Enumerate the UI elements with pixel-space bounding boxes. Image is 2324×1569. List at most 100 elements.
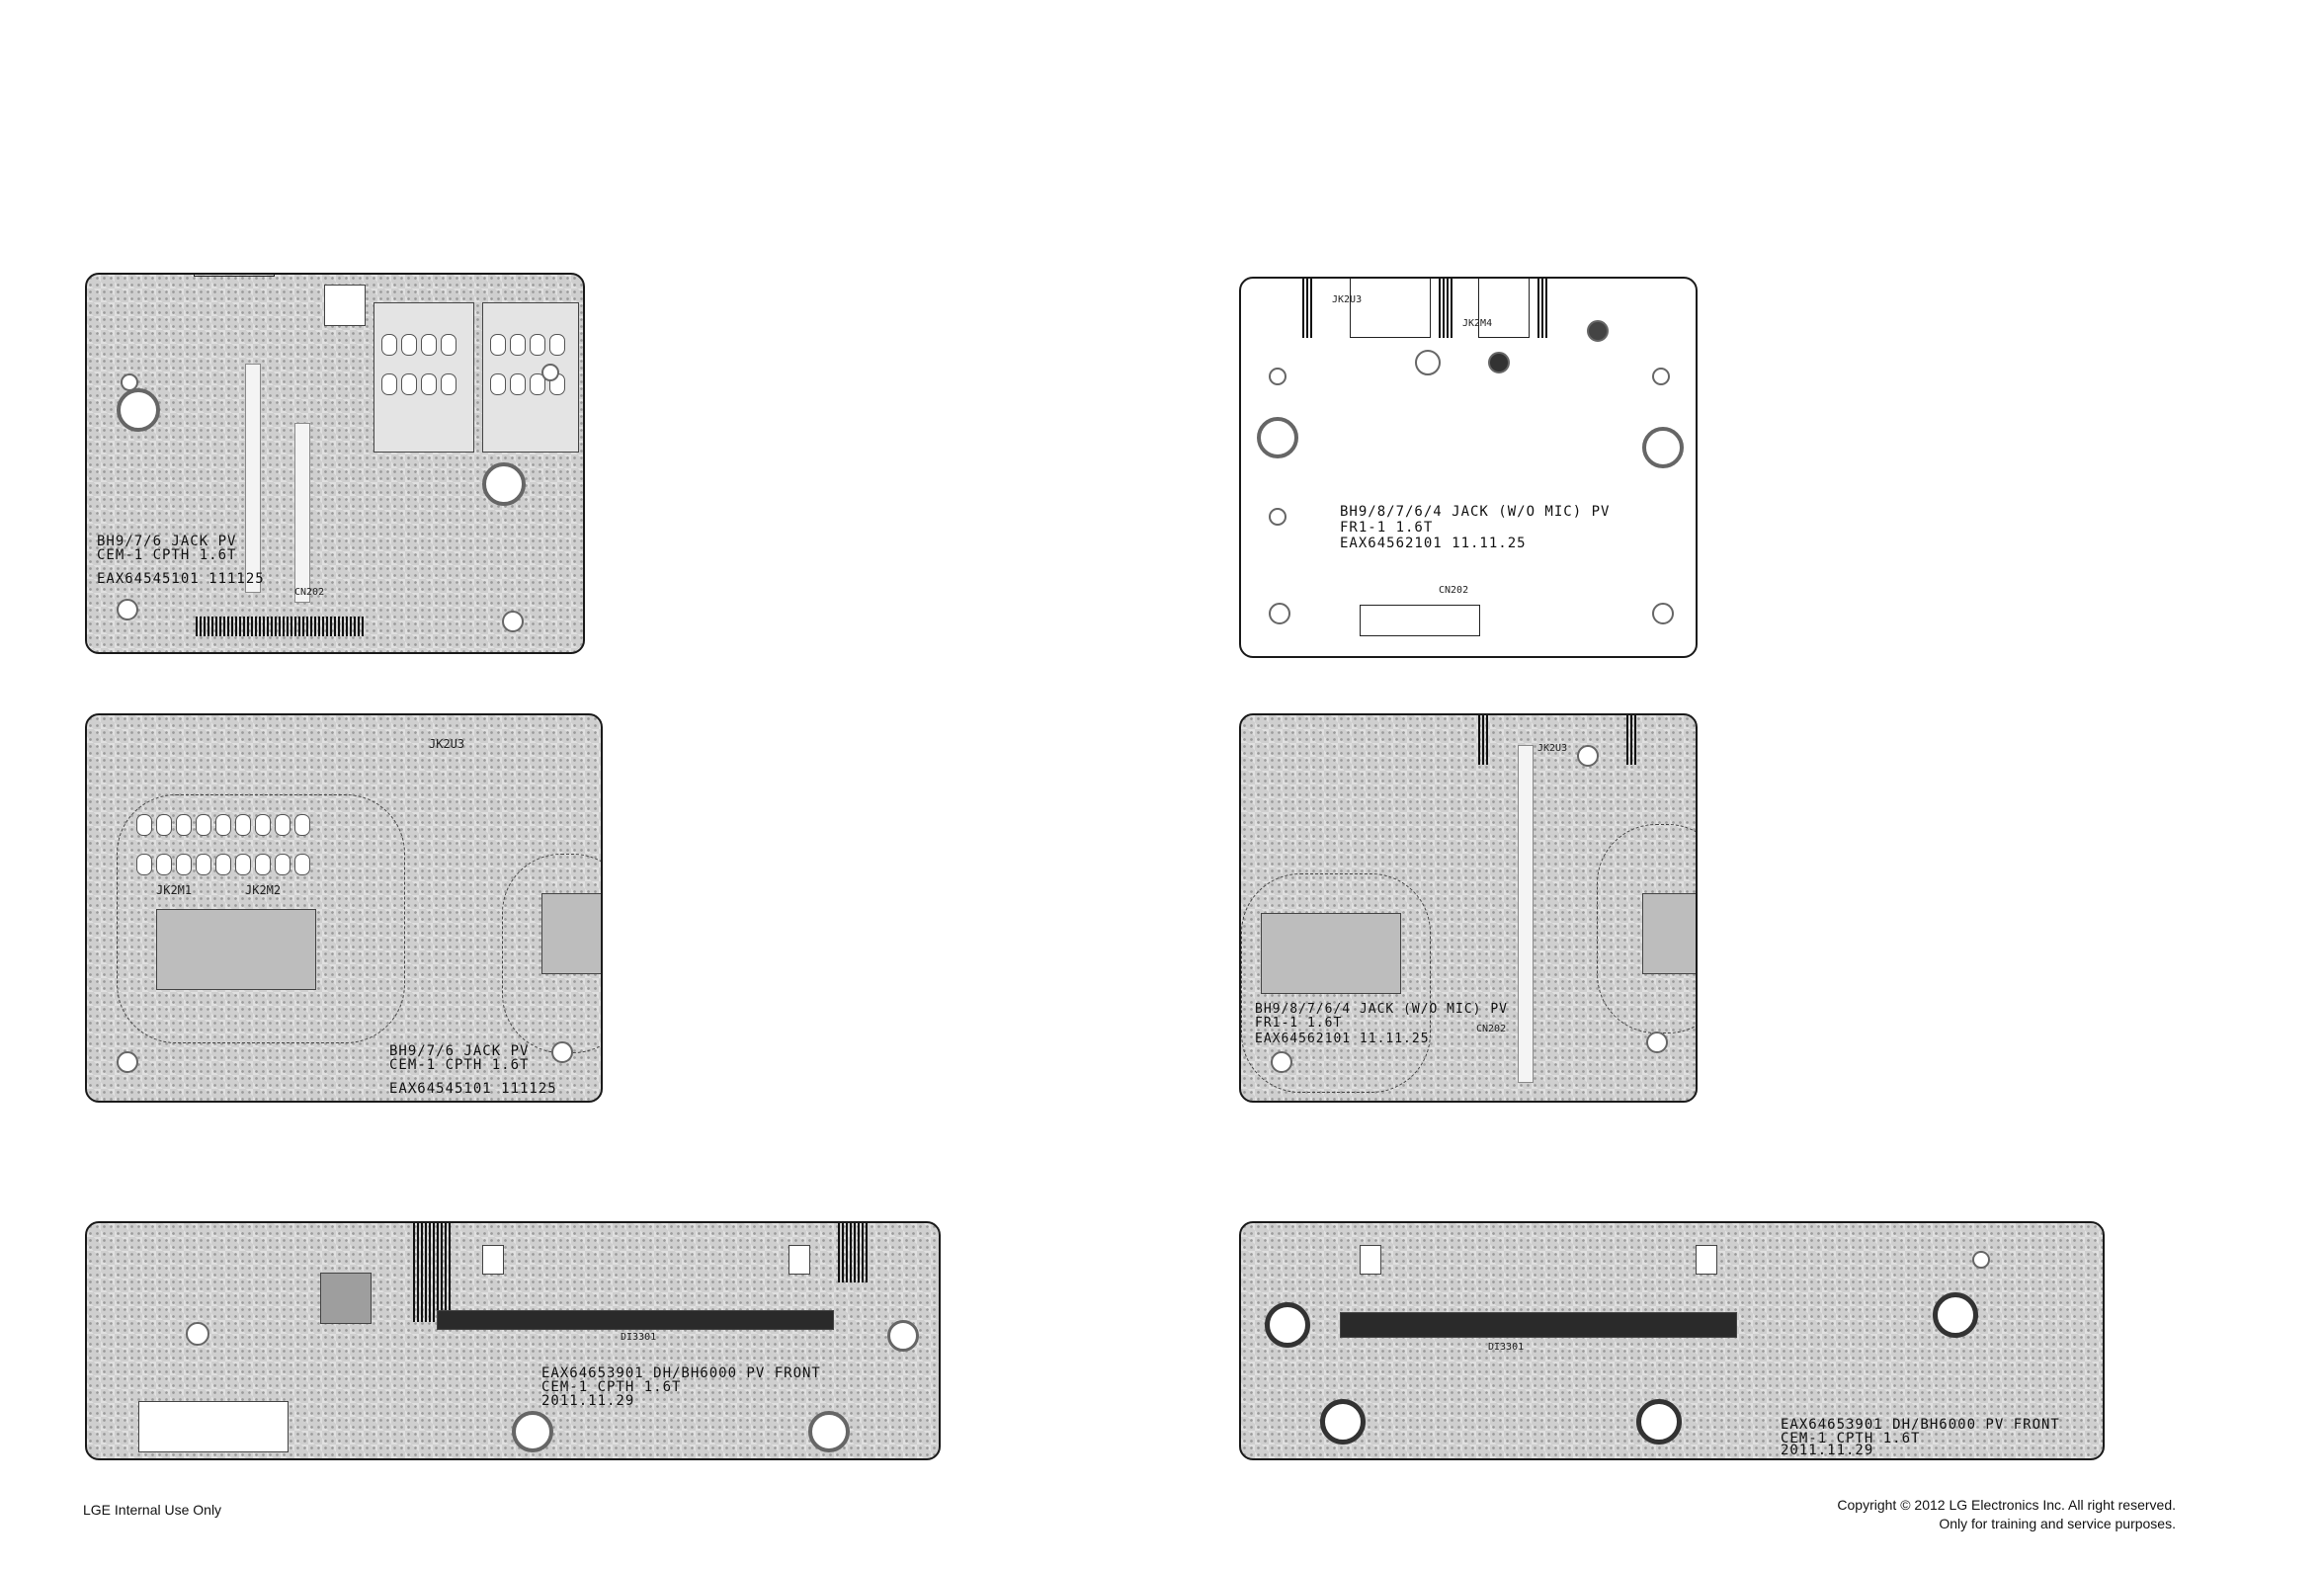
mount-hole	[1269, 368, 1286, 385]
display-pin-header	[838, 1223, 870, 1282]
board-spec: CEM-1 CPTH 1.6T	[541, 1379, 682, 1395]
board-spec: CEM-1 CPTH 1.6T	[389, 1057, 530, 1073]
jack-ref: JK2M2	[245, 883, 282, 897]
capacitor	[1415, 350, 1441, 375]
pad-row-6	[136, 854, 310, 875]
jack-ref: JK2M4	[1462, 318, 1493, 329]
trace-bus	[245, 364, 261, 593]
edge-hatch	[1439, 279, 1452, 338]
mount-hole	[1652, 368, 1670, 385]
dashed-outline	[1597, 824, 1696, 1033]
mount-hole	[1642, 427, 1684, 468]
led-pad	[788, 1245, 810, 1275]
footer-copyright: Copyright © 2012 LG Electronics Inc. All…	[1837, 1496, 2176, 1533]
board-title: EAX64653901 DH/BH6000 PV FRONT	[541, 1365, 821, 1381]
board-spec: CEM-1 CPTH 1.6T	[1781, 1431, 1921, 1446]
mount-hole	[887, 1320, 919, 1352]
knob-ring	[1933, 1292, 1978, 1338]
board-title: EAX64653901 DH/BH6000 PV FRONT	[1781, 1417, 2060, 1433]
mount-hole	[541, 364, 559, 381]
knob-ring	[512, 1411, 553, 1452]
usb-jack-outline	[324, 285, 366, 326]
jack-board-top-right: JK2U3 JK2M4 BH9/8/7/6/4 JACK (W/O MIC) P…	[1239, 277, 1698, 658]
mount-hole	[117, 1051, 138, 1073]
front-board-right: DI3301 EAX64653901 DH/BH6000 PV FRONT CE…	[1239, 1221, 2105, 1460]
footer-copyright-line2: Only for training and service purposes.	[1939, 1516, 2176, 1531]
connector-ref: CN202	[294, 587, 325, 598]
display-pin-header	[413, 1223, 453, 1322]
mount-hole	[1577, 745, 1599, 767]
board-date: 2011.11.29	[541, 1393, 635, 1409]
capacitor	[1587, 320, 1609, 342]
jack-outline	[1350, 279, 1431, 338]
hdmi-pad-block	[156, 909, 316, 990]
pad-row-2	[490, 334, 565, 356]
connector-pins	[196, 617, 364, 636]
jack-ref: JK2U3	[1332, 294, 1363, 305]
connector-outline	[194, 275, 275, 277]
knob-ring	[1265, 1302, 1310, 1348]
display-window	[1340, 1312, 1737, 1338]
knob-ring	[808, 1411, 850, 1452]
board-title: BH9/8/7/6/4 JACK (W/O MIC) PV	[1255, 1002, 1508, 1017]
connector-outline	[1360, 605, 1480, 636]
jack-ref: JK2M1	[156, 883, 193, 897]
board-part-number: EAX64545101 111125	[97, 571, 265, 587]
mount-hole	[121, 373, 138, 391]
board-title: BH9/8/7/6/4 JACK (W/O MIC) PV	[1340, 504, 1611, 520]
trace-bus	[294, 423, 310, 603]
board-date: 2011.11.29	[1781, 1443, 1874, 1458]
jack-board-bottom-left: JK2M1 JK2M2 JK2U3 BH9/7/6 JACK PV CEM-1 …	[85, 713, 603, 1103]
mount-hole	[551, 1041, 573, 1063]
jack-outline	[1478, 279, 1530, 338]
mount-hole	[117, 388, 160, 432]
board-part-number: EAX64562101 11.11.25	[1340, 536, 1527, 551]
mount-hole	[186, 1322, 209, 1346]
knob-ring	[1320, 1399, 1366, 1445]
connector-pins	[1626, 715, 1636, 765]
mount-hole	[117, 599, 138, 620]
front-board-left: DI3301 EAX64653901 DH/BH6000 PV FRONT CE…	[85, 1221, 941, 1460]
mount-hole	[1646, 1032, 1668, 1053]
pad-row-3	[381, 373, 456, 395]
footer-copyright-line1: Copyright © 2012 LG Electronics Inc. All…	[1837, 1497, 2176, 1513]
mount-hole	[1652, 603, 1674, 624]
footer-internal-use: LGE Internal Use Only	[83, 1502, 222, 1518]
board-part-number: EAX64545101 111125	[389, 1081, 557, 1097]
mount-hole	[1257, 417, 1298, 458]
board-title: BH9/7/6 JACK PV	[389, 1043, 530, 1059]
trace-bus	[1518, 745, 1534, 1083]
board-spec: FR1-1 1.6T	[1340, 520, 1434, 536]
display-window	[437, 1310, 834, 1330]
led-pad	[1360, 1245, 1381, 1275]
knob-ring	[1636, 1399, 1682, 1445]
pad-row-1	[381, 334, 456, 356]
mount-hole	[502, 611, 524, 632]
side-pad-block	[1642, 893, 1696, 974]
jack-ref: JK2U3	[429, 737, 465, 751]
display-ref: DI3301	[1488, 1342, 1525, 1353]
edge-hatch	[1537, 279, 1547, 338]
dashed-outline	[502, 854, 601, 1053]
jack-ref: JK2U3	[1537, 743, 1568, 754]
mount-hole	[1269, 508, 1286, 526]
dashed-outline	[117, 794, 405, 1043]
board-title: BH9/7/6 JACK PV	[97, 534, 237, 549]
mount-hole	[1972, 1251, 1990, 1269]
board-spec: CEM-1 CPTH 1.6T	[97, 547, 237, 563]
board-part-number: EAX64562101 11.11.25	[1255, 1032, 1430, 1046]
edge-hatch	[1302, 279, 1314, 338]
board-spec: FR1-1 1.6T	[1255, 1016, 1343, 1031]
spec-table	[138, 1401, 289, 1452]
mount-hole	[1271, 1051, 1292, 1073]
dashed-outline	[1241, 873, 1431, 1093]
connector-ref: CN202	[1439, 585, 1469, 596]
led-pad	[482, 1245, 504, 1275]
jack-board-bottom-right: JK2U3 CN202 BH9/8/7/6/4 JACK (W/O MIC) P…	[1239, 713, 1698, 1103]
jack-board-top-left: BH9/7/6 JACK PV CEM-1 CPTH 1.6T EAX64545…	[85, 273, 585, 654]
mount-hole	[1269, 603, 1290, 624]
mount-hole	[482, 462, 526, 506]
connector-ref: CN202	[1476, 1024, 1507, 1034]
capacitor	[1488, 352, 1510, 373]
led-pad	[1696, 1245, 1717, 1275]
